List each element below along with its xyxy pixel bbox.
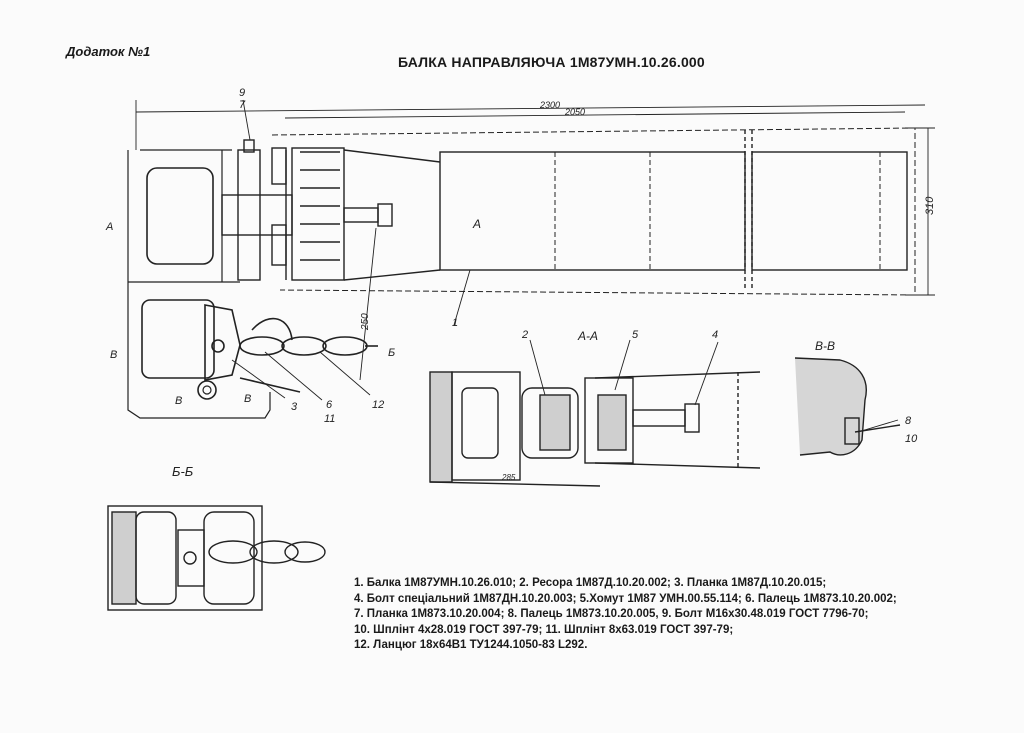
marker-v-bottom1: В: [175, 395, 182, 407]
parts-list: 1. Балка 1М87УМН.10.26.010; 2. Ресора 1М…: [354, 576, 994, 654]
callout-4: 4: [712, 329, 718, 341]
section-bb-label: В-В: [815, 339, 835, 353]
parts-line: 4. Болт спеціальний 1М87ДН.10.20.003; 5.…: [354, 592, 897, 605]
parts-line: 10. Шплінт 4х28.019 ГОСТ 397-79; 11. Шпл…: [354, 623, 734, 636]
dim-beam-length: 2050: [564, 107, 585, 117]
drawing-title: БАЛКА НАПРАВЛЯЮЧА 1М87УМН.10.26.000: [398, 54, 705, 70]
section-aa-view: [429, 371, 761, 487]
callout-1: 1: [452, 317, 458, 329]
callout-3: 3: [291, 401, 298, 413]
section-bb-view: [794, 357, 901, 456]
callout-12: 12: [372, 399, 384, 411]
parts-line: 12. Ланцюг 18х64В1 ТУ1244.1050-83 L292.: [354, 639, 588, 652]
marker-v-bottom2: В: [244, 393, 251, 405]
annex-label: Додаток №1: [66, 44, 151, 59]
callout-9: 9: [239, 87, 245, 99]
guide-beam: [271, 127, 916, 296]
callout-5: 5: [632, 329, 639, 341]
dim-chain: 250: [360, 313, 371, 331]
callout-7: 7: [239, 99, 246, 111]
support-frame: [127, 149, 271, 419]
marker-v-left: В: [110, 349, 117, 361]
leader-lines: [231, 99, 899, 433]
drawing-labels: 2300 2050 310 250 285 А-А В-В Б-Б А А В …: [105, 87, 936, 482]
dim-width: 310: [924, 196, 936, 215]
callout-8: 8: [905, 415, 912, 427]
parts-line: 1. Балка 1М87УМН.10.26.010; 2. Ресора 1М…: [354, 577, 827, 589]
marker-a-beam: А: [472, 217, 481, 231]
callout-10: 10: [905, 433, 918, 445]
dim-overall-length: 2300: [539, 100, 560, 110]
section-b-b-view: [107, 505, 326, 611]
dimension-lines: [135, 100, 935, 381]
section-aa-label: А-А: [577, 329, 598, 343]
callout-6: 6: [326, 399, 333, 411]
chain-main: [204, 304, 378, 393]
dim-section: 285: [501, 473, 516, 482]
marker-a-left: А: [105, 221, 113, 233]
callout-11: 11: [324, 413, 335, 425]
spring-pack: [221, 139, 293, 281]
parts-line: 7. Планка 1М873.10.20.004; 8. Палець 1М8…: [354, 608, 869, 621]
marker-b-right: Б: [388, 347, 395, 359]
section-b-b-label: Б-Б: [172, 464, 194, 479]
callout-2: 2: [521, 329, 528, 341]
